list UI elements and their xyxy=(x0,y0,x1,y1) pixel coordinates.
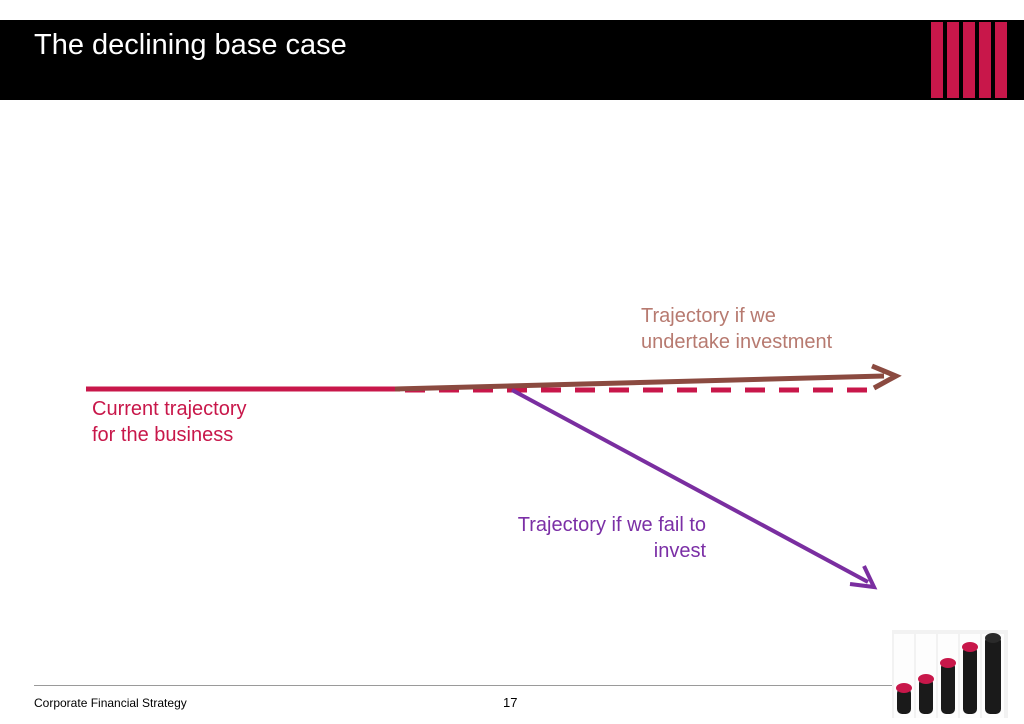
logo-stripe xyxy=(963,22,975,98)
footer-title: Corporate Financial Strategy xyxy=(34,696,187,710)
invest-trajectory-line xyxy=(394,373,885,392)
current-trajectory-label: Current trajectory for the business xyxy=(92,398,247,446)
fail-trajectory-label: Trajectory if we fail to invest xyxy=(517,514,706,562)
header-bar xyxy=(0,20,1024,100)
logo-stripe xyxy=(947,22,959,98)
page-number: 17 xyxy=(503,695,518,710)
slide-title: The declining base case xyxy=(34,29,347,61)
invest-trajectory-label: Trajectory if we undertake investment xyxy=(641,305,833,353)
logo-stripe xyxy=(979,22,991,98)
stacked-coins-photo-icon xyxy=(892,630,1008,718)
fail-arrowhead-icon xyxy=(849,565,878,590)
invest-arrowhead-icon xyxy=(871,363,902,391)
logo-stripe xyxy=(995,22,1007,98)
footer-divider xyxy=(34,685,892,686)
fail-trajectory-line xyxy=(511,388,869,584)
logo-stripes-icon xyxy=(931,22,1009,98)
logo-stripe xyxy=(931,22,943,98)
